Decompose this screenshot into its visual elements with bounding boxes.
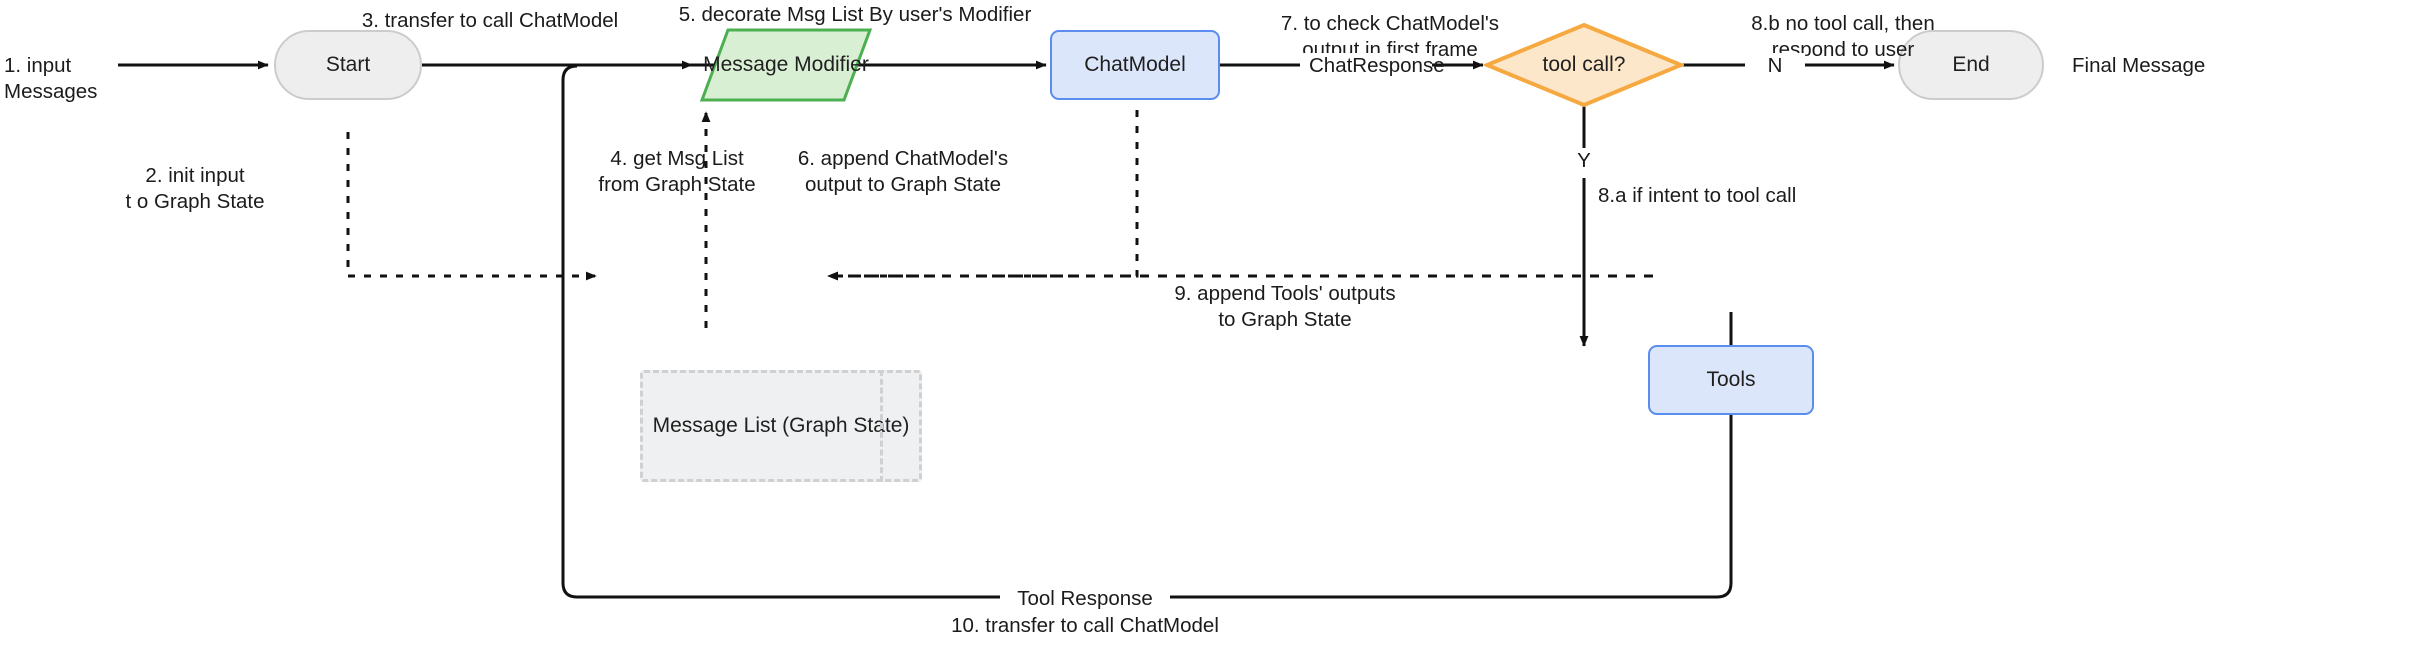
edge-start-to-state xyxy=(346,132,597,281)
label-append-tools-outputs: 9. append Tools' outputs to Graph State xyxy=(1174,282,1396,332)
node-chatmodel[interactable]: ChatModel xyxy=(1050,30,1220,100)
label-final-message: Final Message xyxy=(2072,54,2206,77)
label-chat-response: ChatResponse xyxy=(1300,53,1445,80)
label-branch-no: N xyxy=(1745,53,1805,80)
node-message-list-graph-state[interactable]: Message List (Graph State) xyxy=(640,370,922,482)
label-no-tool-call-respond: 8.b no tool call, then respond to user xyxy=(1751,12,1935,62)
node-chatmodel-label: ChatModel xyxy=(1084,53,1186,77)
diamond-shape xyxy=(1484,22,1684,108)
node-tools-label: Tools xyxy=(1706,368,1756,392)
node-end-label: End xyxy=(1952,53,1990,77)
node-start[interactable]: Start xyxy=(274,30,422,100)
node-start-label: Start xyxy=(325,53,371,77)
node-tool-call-decision-label: tool call? xyxy=(1542,53,1626,77)
node-tools[interactable]: Tools xyxy=(1648,345,1814,415)
label-transfer-to-call-chatmodel: 3. transfer to call ChatModel xyxy=(361,9,619,32)
node-message-modifier-label: Message Modifier xyxy=(703,53,869,77)
node-tool-call-decision[interactable]: tool call? xyxy=(1484,22,1684,108)
label-branch-yes: Y xyxy=(1562,148,1606,175)
label-init-input-to-graph-state: 2. init input t o Graph State xyxy=(125,164,265,214)
node-message-list-label: Message List (Graph State) xyxy=(652,414,910,438)
parallelogram-shape xyxy=(700,28,872,102)
label-transfer-back-to-chatmodel: 10. transfer to call ChatModel xyxy=(951,614,1219,637)
label-if-intent-tool-call: 8.a if intent to tool call xyxy=(1598,184,1797,207)
label-input-messages: 1. input Messages xyxy=(4,54,98,104)
node-message-modifier[interactable]: Message Modifier xyxy=(700,28,872,102)
label-get-msg-list: 4. get Msg List from Graph State xyxy=(598,147,756,197)
label-tool-response: Tool Response xyxy=(1000,586,1170,613)
state-divider xyxy=(880,370,883,482)
node-end[interactable]: End xyxy=(1898,30,2044,100)
label-append-chatmodel-output: 6. append ChatModel's output to Graph St… xyxy=(797,147,1009,197)
label-decorate-msg-list: 5. decorate Msg List By user's Modifier xyxy=(678,3,1032,26)
